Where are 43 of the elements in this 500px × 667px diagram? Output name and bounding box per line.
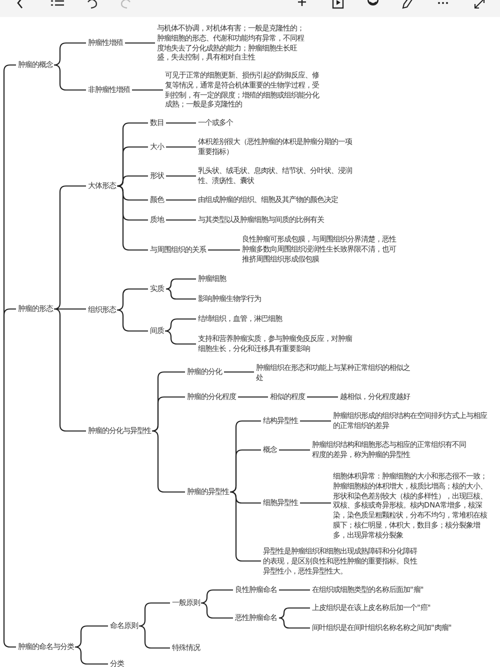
connector-line	[200, 589, 233, 604]
connector-line	[279, 589, 310, 591]
connector-line	[165, 288, 196, 300]
connector-line	[116, 146, 148, 187]
connector-line	[164, 318, 196, 332]
connector-line	[166, 146, 196, 148]
connector-line	[279, 449, 310, 451]
connector-line	[53, 185, 86, 310]
connector-line	[55, 308, 86, 310]
connector-line	[74, 625, 108, 648]
connector-line	[166, 175, 196, 177]
connector-line	[116, 288, 148, 311]
connector-line	[138, 625, 170, 649]
connector-line	[138, 602, 170, 627]
connector-line	[166, 199, 196, 201]
connector-line	[165, 278, 196, 290]
connector-line	[166, 219, 196, 221]
connector-line	[53, 42, 86, 66]
connector-line	[307, 396, 338, 398]
connector-line	[208, 249, 240, 251]
connector-line	[151, 396, 185, 432]
connector-line	[166, 122, 196, 124]
connector-line	[278, 607, 310, 619]
connector-line	[151, 430, 185, 493]
connector-line	[200, 602, 233, 619]
connector-line	[229, 449, 261, 493]
connector-line	[117, 175, 148, 187]
connector-line	[53, 308, 86, 432]
connector-line	[238, 396, 268, 398]
connector-line	[3, 308, 16, 340]
connector-line	[300, 420, 331, 422]
connector-line	[74, 646, 108, 665]
connector-line	[300, 502, 331, 504]
connector-line	[116, 185, 148, 251]
connector-line	[132, 89, 163, 91]
connector-line	[278, 617, 310, 629]
connector-line	[116, 309, 148, 332]
connector-line	[53, 64, 86, 91]
connector-line	[125, 42, 155, 44]
connector-line	[230, 491, 261, 504]
connector-line	[224, 371, 254, 373]
connector-line	[164, 330, 196, 345]
connector-line	[229, 491, 261, 562]
